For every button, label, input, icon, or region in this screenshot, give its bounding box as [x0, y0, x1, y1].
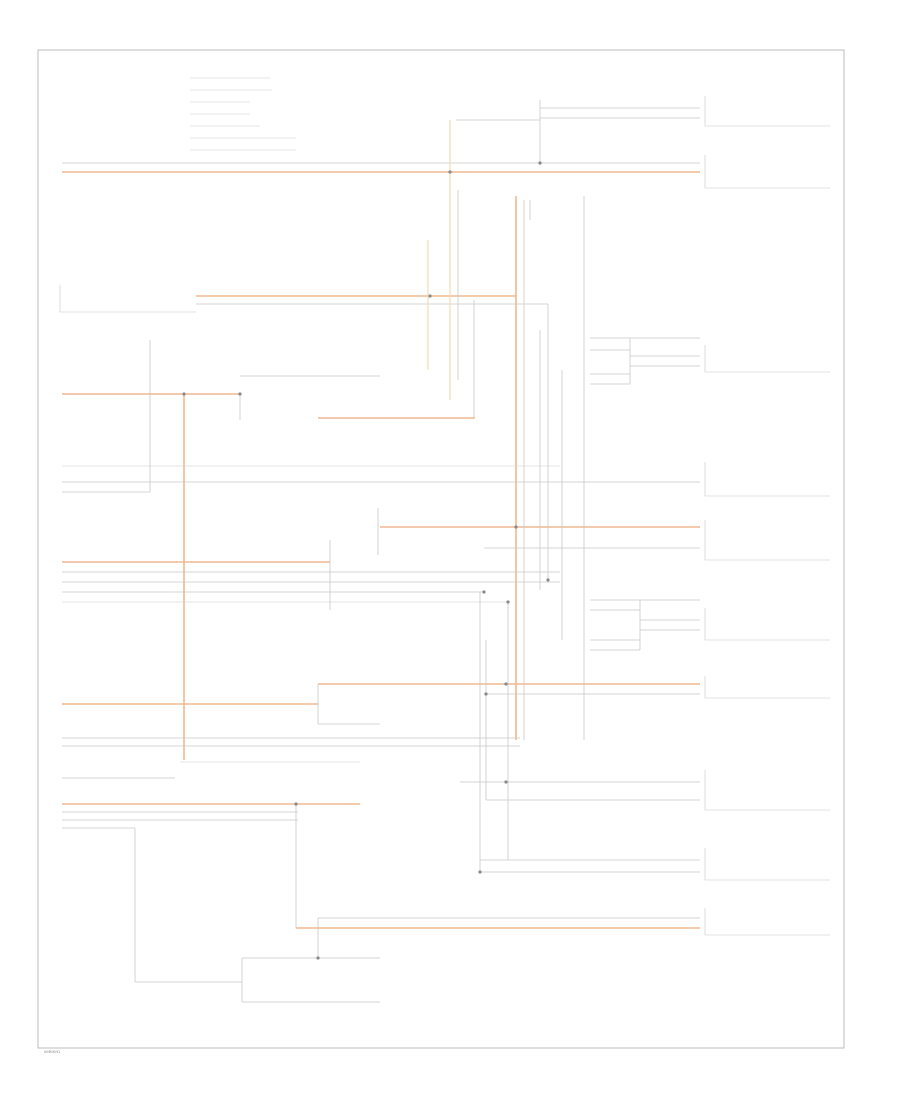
page-code: W/BIKN1: [44, 1049, 61, 1054]
component-outlines: [59, 96, 830, 936]
vertical-runs: [134, 100, 641, 1002]
diagram-frame: [37, 49, 845, 1049]
legend-list: [190, 77, 296, 151]
splice-points: [182, 161, 550, 960]
wire-runs: [62, 107, 700, 1003]
